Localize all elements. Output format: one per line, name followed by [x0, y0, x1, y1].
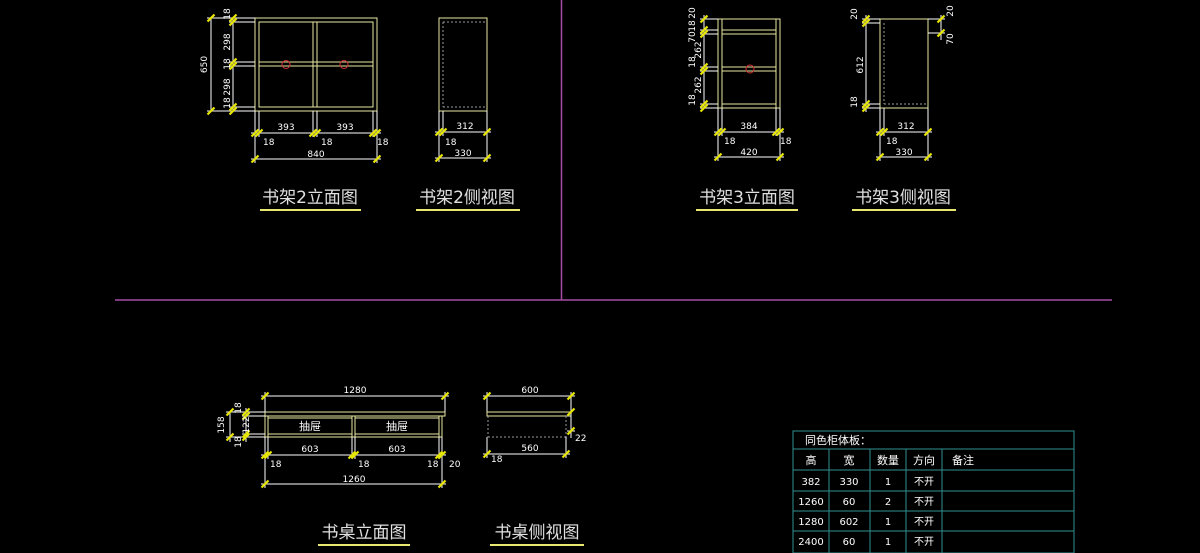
dim-panel-mid-18: 18 [321, 138, 333, 148]
drawer-left-label: 抽屉 [299, 419, 321, 433]
dim-bottom-18: 18 [223, 97, 233, 109]
shelf2-front-elevation: 650 18 298 18 298 18 393 393 18 18 18 84… [200, 8, 389, 164]
dim-lower-298: 298 [223, 78, 233, 95]
dim-upper-298: 298 [223, 33, 233, 50]
dim-depth-600: 600 [521, 386, 538, 396]
dim-inner-right-393: 393 [336, 123, 353, 133]
desk-side-view: 600 22 560 18 [482, 386, 586, 465]
table-cell: 1 [885, 537, 891, 548]
table-cell: 60 [843, 497, 856, 508]
dim-right-top-20: 20 [946, 5, 956, 17]
table-cell: 382 [801, 477, 820, 488]
table-cell: 1260 [798, 497, 823, 508]
table-cell: 不开 [914, 517, 934, 528]
shelf3-side-view: 20 612 18 20 70 312 18 330 [850, 5, 956, 162]
table-cell: 2 [885, 497, 891, 508]
table-row: 1260 60 2 不开 [798, 497, 934, 508]
table-header-width: 宽 [844, 453, 855, 467]
dim-panel-18: 18 [886, 137, 898, 147]
dim-bottom-18: 18 [850, 96, 860, 108]
dim-middle-18: 18 [688, 56, 698, 68]
table-title: 同色柜体板： [805, 433, 871, 447]
dim-top-18: 18 [688, 20, 698, 32]
dim-height-158: 158 [217, 416, 227, 433]
dim-lower-262: 262 [694, 76, 704, 93]
dim-inner-312: 312 [897, 122, 914, 132]
dim-depth-330: 330 [454, 149, 471, 159]
desk-front-elevation: 1280 抽屉 抽屉 158 18 122 18 [217, 386, 461, 489]
dim-top-20: 20 [688, 7, 698, 19]
dim-bottom-18: 18 [234, 436, 244, 448]
table-cell: 60 [843, 537, 856, 548]
table-row: 2400 60 1 不开 [798, 537, 934, 548]
dim-total-840: 840 [307, 150, 324, 160]
table-header-qty: 数量 [877, 454, 899, 467]
dim-top-1280: 1280 [344, 386, 367, 396]
dim-top-18: 18 [223, 8, 233, 20]
table-header-direction: 方向 [913, 453, 935, 467]
dim-left-inner-603: 603 [301, 445, 318, 455]
desk-side-title: 书桌侧视图 [495, 523, 580, 543]
shelf2-side-view: 312 18 330 [434, 17, 492, 163]
shelf2-front-title: 书架2立面图 [262, 188, 358, 208]
table-cell: 2400 [798, 537, 823, 548]
dim-panel-left-18: 18 [270, 460, 282, 470]
door-handle-icon [745, 64, 755, 74]
door-handle-icon [339, 60, 349, 69]
table-cell: 不开 [914, 477, 934, 488]
dim-panel-right-18: 18 [780, 137, 792, 147]
shelf3-front-title: 书架3立面图 [699, 188, 795, 208]
dim-inner-560: 560 [521, 444, 538, 454]
dim-inner-384: 384 [740, 122, 757, 132]
table-cell: 不开 [914, 537, 934, 548]
panel-parts-table: 同色柜体板： 高 宽 数量 方向 备注 382 330 1 不开 1260 60… [792, 430, 1075, 553]
desk-front-title: 书桌立面图 [322, 523, 407, 543]
dim-panel-18: 18 [491, 455, 503, 465]
dim-height-650: 650 [200, 56, 210, 73]
dim-middle-18: 18 [223, 58, 233, 70]
table-cell: 330 [839, 477, 858, 488]
dim-bottom-1260: 1260 [343, 475, 366, 485]
table-cell: 不开 [914, 497, 934, 508]
table-row: 1280 602 1 不开 [798, 517, 934, 528]
shelf3-front-elevation: 20 18 70 262 18 262 18 384 18 18 420 [688, 7, 792, 162]
dim-panel-18: 18 [445, 138, 457, 148]
dim-inner-312: 312 [456, 122, 473, 132]
dim-inner-left-393: 393 [277, 123, 294, 133]
dim-panel-mid-18: 18 [358, 460, 370, 470]
dim-top-20: 20 [850, 8, 860, 20]
dim-bottom-18: 18 [688, 94, 698, 106]
table-cell: 1 [885, 517, 891, 528]
table-header-notes: 备注 [952, 453, 974, 467]
dim-top-18: 18 [234, 402, 244, 414]
door-handle-icon [281, 60, 291, 69]
dim-panel-end-20: 20 [449, 460, 461, 470]
dim-height-612: 612 [856, 56, 866, 73]
dim-depth-330: 330 [895, 148, 912, 158]
dim-upper-262: 262 [694, 41, 704, 58]
dim-right-gap-70: 70 [946, 33, 956, 45]
dim-panel-left-18: 18 [263, 138, 275, 148]
dim-thickness-22: 22 [575, 434, 586, 444]
table-cell: 1 [885, 477, 891, 488]
dim-total-420: 420 [740, 148, 757, 158]
dim-gap-70: 70 [688, 31, 698, 43]
dim-panel-right-18: 18 [427, 460, 439, 470]
table-header-height: 高 [806, 453, 817, 467]
table-cell: 602 [839, 517, 858, 528]
table-row: 382 330 1 不开 [801, 477, 934, 488]
table-cell: 1280 [798, 517, 823, 528]
dim-panel-left-18: 18 [724, 137, 736, 147]
dim-right-inner-603: 603 [388, 445, 405, 455]
shelf2-side-title: 书架2侧视图 [419, 188, 515, 208]
dim-panel-right-18: 18 [377, 138, 389, 148]
drawer-right-label: 抽屉 [386, 419, 408, 433]
shelf3-side-title: 书架3侧视图 [855, 188, 951, 208]
dim-drawer-122: 122 [242, 416, 252, 433]
